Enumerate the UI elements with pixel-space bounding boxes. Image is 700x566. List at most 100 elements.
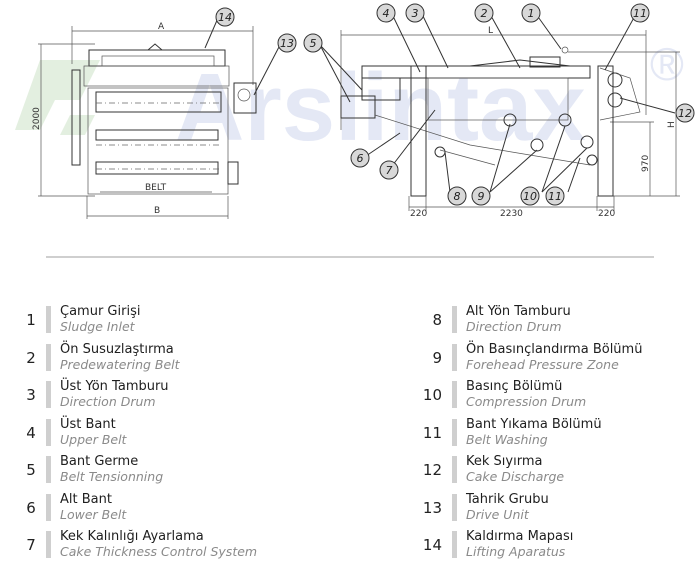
legend-label-en: Lifting Aparatus — [466, 544, 566, 559]
callout-10: 10 — [520, 186, 540, 206]
legend-bar — [452, 531, 457, 558]
svg-text:6: 6 — [357, 152, 364, 165]
legend-bar — [46, 343, 51, 371]
legend-label-tr: Bant Germe — [60, 454, 139, 469]
watermark: Arslintax ® — [15, 38, 684, 161]
svg-text:9: 9 — [478, 190, 485, 203]
dim-label-b: B — [154, 206, 160, 216]
svg-text:3: 3 — [412, 7, 419, 20]
dim-label-220-right: 220 — [598, 209, 615, 219]
legend-label-tr: Çamur Girişi — [60, 304, 141, 319]
svg-text:11: 11 — [548, 190, 562, 203]
legend-bar — [452, 493, 457, 521]
legend-number: 2 — [26, 348, 36, 367]
legend-bar — [46, 418, 51, 446]
legend-label-tr: Bant Yıkama Bölümü — [466, 416, 602, 432]
callout-14: 14 — [215, 7, 235, 27]
legend-number: 5 — [26, 461, 36, 479]
svg-text:1: 1 — [528, 7, 535, 20]
svg-text:7: 7 — [386, 164, 393, 177]
dim-label-belt: BELT — [145, 183, 167, 193]
legend-number: 11 — [422, 423, 442, 442]
callout-7: 7 — [379, 160, 399, 180]
legend-label-en: Belt Tensionning — [60, 469, 164, 484]
svg-text:4: 4 — [383, 7, 390, 20]
legend-number: 6 — [26, 498, 36, 517]
legend-label-tr: Alt Yön Tamburu — [466, 304, 571, 319]
legend-bar — [452, 343, 457, 371]
section-divider — [46, 256, 654, 258]
legend-label-en: Cake Thickness Control System — [60, 544, 258, 559]
callout-12: 12 — [675, 103, 695, 123]
legend-bar — [452, 456, 457, 483]
watermark-registered-icon: ® — [650, 38, 684, 90]
callout-9: 9 — [471, 186, 491, 206]
legend-label-en: Upper Belt — [60, 431, 127, 447]
technical-drawing: Arslintax ® A 2000 BELT — [15, 3, 695, 219]
callout-8: 8 — [447, 186, 467, 206]
legend-label-en: Direction Drum — [466, 319, 562, 334]
watermark-brand: Arslintax — [175, 54, 586, 161]
watermark-logo-icon — [15, 60, 100, 135]
svg-text:11: 11 — [633, 7, 647, 20]
legend-number: 14 — [422, 536, 442, 554]
legend-label-tr: Ön Susuzlaştırma — [60, 341, 174, 357]
legend-number: 7 — [26, 536, 36, 554]
legend-bar — [452, 306, 457, 333]
legend-label-tr: Tahrik Grubu — [466, 491, 549, 507]
legend-number: 10 — [422, 386, 442, 404]
legend-number: 8 — [432, 311, 442, 329]
legend-label-tr: Kek Kalınlığı Ayarlama — [60, 529, 204, 544]
legend-bar — [46, 493, 51, 521]
callout-13: 13 — [277, 33, 297, 53]
legend-number: 3 — [26, 386, 36, 404]
callout-11-top: 11 — [630, 3, 650, 23]
legend-label-en: Drive Unit — [466, 506, 529, 522]
legend-label-en: Compression Drum — [466, 394, 587, 409]
side-view: L H 970 — [303, 3, 695, 219]
legend-label-tr: Ön Basınçlandırma Bölümü — [466, 341, 643, 357]
front-view: A 2000 BELT B 14 13 — [32, 7, 297, 219]
legend-label-en: Forehead Pressure Zone — [466, 356, 619, 372]
callout-1: 1 — [521, 3, 541, 23]
svg-text:10: 10 — [523, 190, 537, 203]
dim-label-970: 970 — [641, 155, 651, 172]
callout-6: 6 — [350, 148, 370, 168]
callout-3: 3 — [405, 3, 425, 23]
svg-text:13: 13 — [280, 37, 294, 50]
legend-label-en: Direction Drum — [60, 394, 156, 409]
legend-label-tr: Kek Sıyırma — [466, 454, 543, 469]
legend-number: 12 — [422, 461, 442, 479]
callout-4: 4 — [376, 3, 396, 23]
legend-number: 9 — [432, 348, 442, 367]
callout-5: 5 — [303, 33, 323, 53]
dim-label-l: L — [488, 26, 493, 36]
legend-label-en: Lower Belt — [60, 506, 127, 522]
svg-text:2: 2 — [481, 7, 488, 20]
callout-11-bottom: 11 — [545, 186, 565, 206]
legend-label-tr: Üst Yön Tamburu — [60, 379, 169, 394]
svg-text:8: 8 — [454, 190, 461, 203]
dim-label-2230: 2230 — [500, 209, 523, 219]
legend-label-en: Belt Washing — [466, 431, 548, 447]
legend-label-tr: Üst Bant — [60, 416, 116, 432]
legend-label-en: Cake Discharge — [466, 469, 565, 484]
legend-label-en: Predewatering Belt — [60, 356, 180, 372]
legend-number: 4 — [26, 423, 36, 442]
legend-label-en: Sludge Inlet — [60, 319, 135, 334]
dim-label-h: H — [667, 121, 677, 128]
dim-label-2000: 2000 — [32, 107, 42, 130]
dim-label-220-left: 220 — [410, 209, 427, 219]
legend-number: 13 — [422, 498, 442, 517]
legend-bar — [46, 531, 51, 558]
legend-number: 1 — [26, 311, 36, 329]
legend-label-tr: Basınç Bölümü — [466, 379, 563, 394]
legend-label-tr: Alt Bant — [60, 491, 112, 507]
legend-label-tr: Kaldırma Mapası — [466, 529, 574, 544]
callout-2: 2 — [474, 3, 494, 23]
legend-bar — [46, 456, 51, 483]
svg-text:5: 5 — [310, 37, 317, 50]
dim-label-a: A — [158, 22, 165, 32]
legend-bar — [46, 306, 51, 333]
svg-text:14: 14 — [218, 11, 232, 24]
